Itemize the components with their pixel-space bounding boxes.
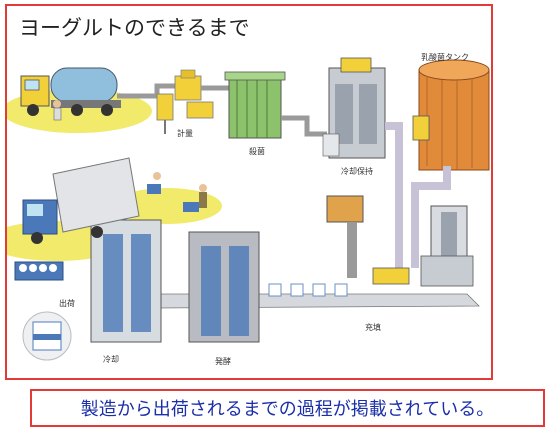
caption-box: 製造から出荷されるまでの過程が掲載されている。 <box>30 389 545 427</box>
diagram-frame: ヨーグルトのできるまで <box>5 4 493 380</box>
label-fill: 充填 <box>365 323 381 332</box>
process-illustration <box>7 57 490 361</box>
delivery-truck-icon <box>22 157 140 244</box>
label-ferment: 発酵 <box>215 357 231 366</box>
label-sterilize: 殺菌 <box>249 147 265 156</box>
worker-icon <box>53 100 62 121</box>
caption-text: 製造から出荷されるまでの過程が掲載されている。 <box>80 399 495 420</box>
label-starter-tank: 乳酸菌タンク <box>421 53 469 62</box>
cooling-storage-icon <box>322 57 386 159</box>
milk-tanker-truck-icon <box>20 67 121 116</box>
starter-tank-icon <box>412 59 490 171</box>
measuring-unit-icon <box>156 69 214 134</box>
cooling-chamber-icon <box>90 219 162 343</box>
filling-machine-icon <box>326 195 474 287</box>
fermentation-chamber-icon <box>188 231 260 343</box>
label-measure: 計量 <box>177 129 193 138</box>
label-cool-store: 冷却保持 <box>341 167 373 176</box>
yogurt-cup-closeup-icon <box>22 311 72 361</box>
grass-patch <box>112 188 222 224</box>
label-ship: 出荷 <box>59 299 75 308</box>
yogurt-crate-icon <box>14 261 64 281</box>
diagram-title: ヨーグルトのできるまで <box>19 16 250 40</box>
sterilizer-icon <box>224 71 286 139</box>
yogurt-cups-icon <box>268 283 348 297</box>
conveyor-belt <box>106 293 480 319</box>
workers-icon <box>147 172 207 212</box>
label-cool: 冷却 <box>103 355 119 364</box>
